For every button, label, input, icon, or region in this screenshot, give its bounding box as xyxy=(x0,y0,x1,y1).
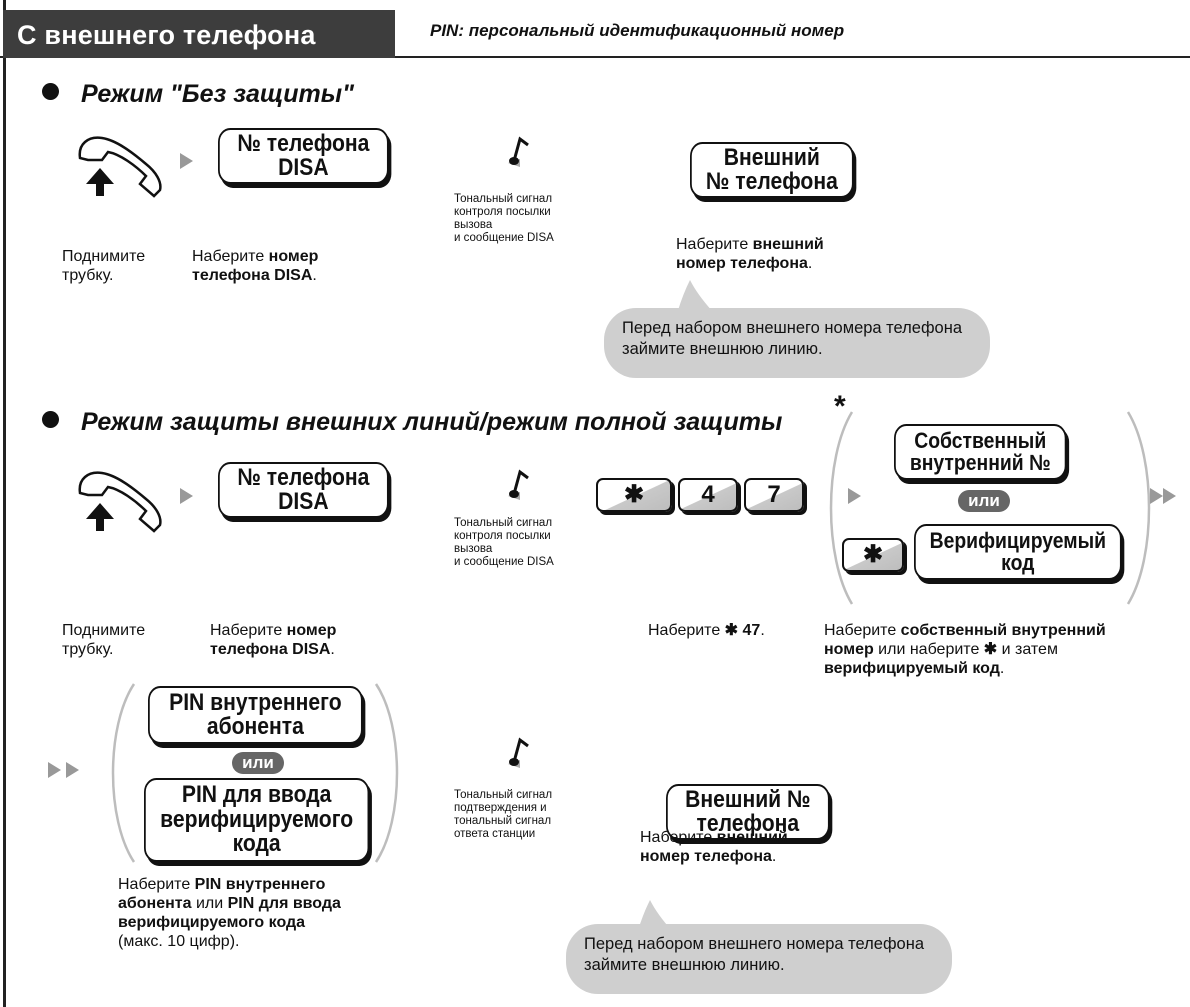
bracket-right xyxy=(374,683,399,863)
pin-extension-key: PIN внутреннего абонента xyxy=(148,686,363,744)
music-note-icon xyxy=(508,136,529,167)
hint-bubble: Перед набором внешнего номера телефона з… xyxy=(604,308,990,378)
disa-number-key: № телефона DISA xyxy=(218,462,389,518)
star-key: ✱ xyxy=(842,538,904,572)
disa-number-key: № телефона DISA xyxy=(218,128,389,184)
step-dial-external: Наберите внешний номер телефона. xyxy=(676,236,824,272)
digit-4-key: 4 xyxy=(678,478,738,512)
star-key: ✱ xyxy=(596,478,672,512)
own-extension-key: Собственный внутренний № xyxy=(894,424,1067,480)
section1-heading-text: Режим "Без защиты" xyxy=(81,80,354,108)
section2-heading: Режим защиты внешних линий/режим полной … xyxy=(42,408,782,437)
music-note-icon xyxy=(508,469,529,500)
handset-offhook-icon xyxy=(78,471,162,533)
step-dial-star47: Наберите ✱ 47. xyxy=(648,622,765,639)
arrow-icon xyxy=(848,488,861,504)
pin-note: PIN: персональный идентификационный номе… xyxy=(430,21,845,40)
or-badge: или xyxy=(232,752,284,774)
page-title: С внешнего телефона xyxy=(3,10,395,58)
arrow-icon xyxy=(48,762,61,778)
bracket-left xyxy=(829,411,854,605)
footnote-asterisk: * xyxy=(834,390,846,423)
bullet-icon xyxy=(42,411,59,428)
pin-verified-code-key: PIN для ввода верифицируемого кода xyxy=(144,778,370,862)
hint-bubble: Перед набором внешнего номера телефона з… xyxy=(566,924,952,994)
arrow-icon xyxy=(180,488,193,504)
step-dial-pin: Наберите PIN внутреннего абонента или PI… xyxy=(118,876,341,950)
verified-code-key: Верифицируемый код xyxy=(914,524,1122,580)
bullet-icon xyxy=(42,83,59,100)
left-border xyxy=(3,0,6,1007)
step-dial-disa: Наберите номер телефона DISA. xyxy=(192,248,319,284)
external-number-key: Внешний № телефона xyxy=(666,784,830,840)
tone-description: Тональный сигнал контроля посылки вызова… xyxy=(454,193,554,244)
arrow-icon xyxy=(1163,488,1176,504)
bracket-right xyxy=(1126,411,1151,605)
or-badge: или xyxy=(958,490,1010,512)
section1-heading: Режим "Без защиты" xyxy=(42,80,354,109)
header-rule xyxy=(0,56,1190,58)
tone-description: Тональный сигнал контроля посылки вызова… xyxy=(454,517,554,568)
step-dial-disa: Наберите номер телефона DISA. xyxy=(210,622,337,658)
step-lift-handset: Поднимите трубку. xyxy=(62,622,146,658)
arrow-icon xyxy=(1150,488,1163,504)
arrow-icon xyxy=(180,153,193,169)
confirmation-tone-description: Тональный сигнал подтверждения и тональн… xyxy=(454,789,553,840)
handset-offhook-icon xyxy=(78,136,162,198)
section2-heading-text: Режим защиты внешних линий/режим полной … xyxy=(81,408,783,436)
step-dial-external: Наберите внешний номер телефона. xyxy=(640,829,788,865)
external-number-key: Внешний № телефона xyxy=(690,142,854,198)
step-lift-handset: Поднимите трубку. xyxy=(62,248,146,284)
bracket-left xyxy=(111,683,136,863)
digit-7-key: 7 xyxy=(744,478,804,512)
arrow-icon xyxy=(66,762,79,778)
step-dial-extension: Наберите собственный внутренний номер ил… xyxy=(824,622,1106,677)
music-note-icon xyxy=(508,737,529,768)
